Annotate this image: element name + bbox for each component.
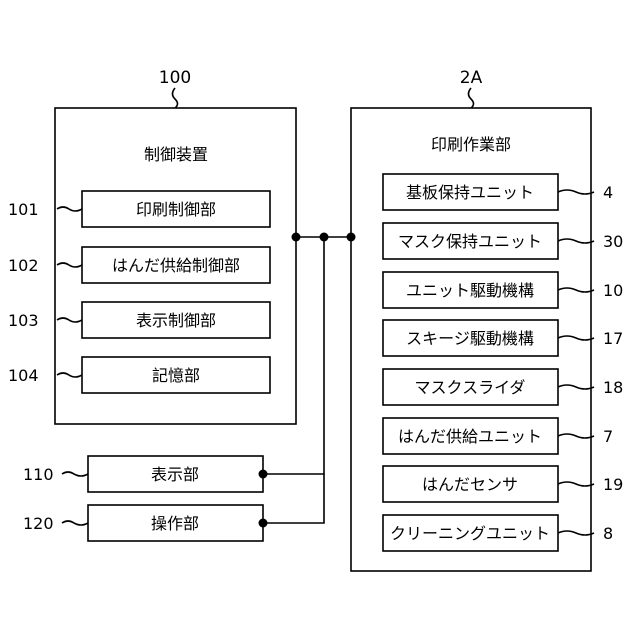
controller-block-ref: 104 — [8, 366, 39, 385]
leader-18 — [558, 385, 594, 389]
print-block-ref: 18 — [603, 378, 623, 397]
leader-7 — [558, 434, 594, 438]
junction-display — [259, 470, 268, 479]
print-block-ref: 4 — [603, 183, 613, 202]
controller-ref: 100 — [159, 68, 191, 88]
controller-ref-leader — [173, 88, 178, 108]
wire-display — [263, 237, 324, 474]
external-block-label: 操作部 — [151, 514, 199, 533]
print-block-ref: 19 — [603, 475, 623, 494]
leader-17 — [558, 336, 594, 340]
leader-120 — [62, 521, 88, 525]
print-block-label: はんだセンサ — [422, 475, 518, 494]
controller-block-ref: 103 — [8, 311, 39, 330]
controller-block-ref: 101 — [8, 200, 39, 219]
leader-104 — [57, 373, 82, 377]
controller-block-ref: 102 — [8, 256, 39, 275]
print-block-ref: 30 — [603, 232, 623, 251]
print-block-label: ユニット駆動機構 — [406, 281, 534, 300]
print-block-label: マスク保持ユニット — [398, 232, 542, 251]
leader-103 — [57, 318, 82, 322]
leader-8 — [558, 531, 594, 535]
print-block-ref: 7 — [603, 427, 613, 446]
print-unit-title: 印刷作業部 — [431, 135, 511, 154]
leader-4 — [558, 190, 594, 194]
print-block-ref: 17 — [603, 329, 623, 348]
junction-controller — [292, 233, 301, 242]
external-block-ref: 110 — [23, 465, 54, 484]
controller-block-label: 表示制御部 — [136, 311, 216, 330]
print-block-ref: 10 — [603, 281, 623, 300]
external-block-ref: 120 — [23, 514, 54, 533]
controller-block-label: 記憶部 — [152, 366, 200, 385]
junction-bus — [320, 233, 329, 242]
leader-102 — [57, 263, 82, 267]
leader-10 — [558, 288, 594, 292]
leader-101 — [57, 207, 82, 211]
print-block-ref: 8 — [603, 524, 613, 543]
controller-block-label: はんだ供給制御部 — [112, 256, 240, 275]
leader-19 — [558, 482, 594, 486]
junction-operation — [259, 519, 268, 528]
print-unit-ref: 2A — [460, 68, 483, 88]
junction-print-unit — [347, 233, 356, 242]
wire-operation — [263, 474, 324, 523]
print-block-label: 基板保持ユニット — [406, 183, 534, 202]
print-block-label: スキージ駆動機構 — [406, 329, 534, 348]
print-unit-ref-leader — [469, 88, 474, 108]
print-block-label: クリーニングユニット — [390, 524, 550, 543]
external-block-label: 表示部 — [151, 465, 199, 484]
print-block-label: はんだ供給ユニット — [398, 427, 542, 446]
print-block-label: マスクスライダ — [415, 378, 526, 397]
controller-block-label: 印刷制御部 — [136, 200, 216, 219]
leader-110 — [62, 472, 88, 476]
controller-title: 制御装置 — [144, 145, 208, 164]
leader-30 — [558, 239, 594, 243]
